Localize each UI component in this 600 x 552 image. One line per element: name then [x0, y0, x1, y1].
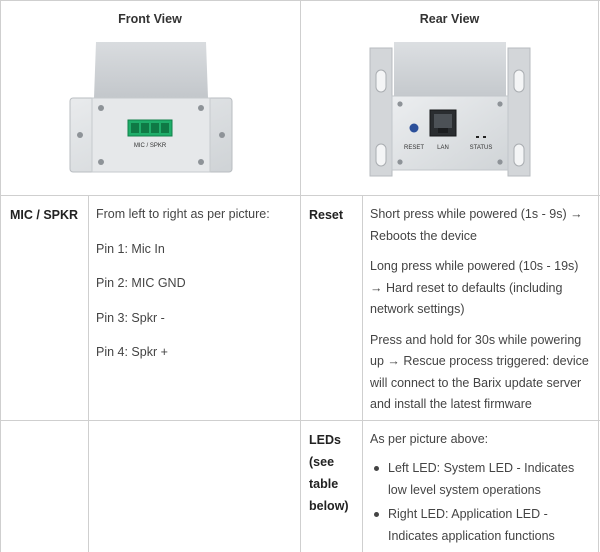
lan-port-image: [429, 109, 457, 137]
leds-label-line-1: LEDs: [309, 433, 341, 447]
right-label-divider: [362, 195, 363, 552]
pin-3: Pin 3: Spkr -: [96, 310, 165, 325]
leds-label-line-4: below): [309, 499, 349, 513]
pin-4: Pin 4: Spkr +: [96, 345, 168, 359]
rear-device-image: RESET LAN STATUS: [369, 42, 531, 177]
reset-description: Short press while powered (1s - 9s) → Re…: [370, 204, 592, 416]
leds-label-line-3: table: [309, 477, 339, 491]
mic-spkr-connector: [127, 119, 173, 137]
rear-reset-label: RESET: [404, 145, 424, 151]
leds-label-line-2: (see: [309, 455, 335, 469]
rear-status-label: STATUS: [470, 145, 493, 151]
mic-spkr-intro: From left to right as per picture:: [96, 207, 270, 221]
led-item-right: Right LED: Application LED - Indicates a…: [370, 504, 592, 547]
reset-short-press: Short press while powered (1s - 9s) → Re…: [370, 207, 583, 243]
pin-2: Pin 2: MIC GND: [96, 276, 186, 290]
leds-list: Left LED: System LED - Indicates low lev…: [370, 458, 592, 550]
reset-rescue: Press and hold for 30s while powering up…: [370, 332, 589, 412]
led-item-left: Left LED: System LED - Indicates low lev…: [370, 458, 592, 501]
mic-spkr-label: MIC / SPKR: [10, 208, 79, 222]
reset-long-press: Long press while powered (10s - 19s) → H…: [370, 259, 579, 316]
mic-spkr-description: From left to right as per picture: Pin 1…: [96, 204, 296, 364]
status-led-right: [483, 136, 486, 138]
reset-label: Reset: [309, 208, 344, 222]
front-view-heading: Front View: [118, 12, 182, 26]
leds-intro: As per picture above:: [370, 432, 489, 446]
front-device-image: MIC / SPKR: [69, 42, 233, 173]
center-divider: [300, 0, 301, 552]
status-led-left: [476, 136, 479, 138]
leds-label: LEDs (see table below): [309, 429, 349, 517]
front-port-label: MIC / SPKR: [134, 143, 167, 149]
pin-1: Pin 1: Mic In: [96, 241, 165, 256]
reset-button-image: [409, 123, 419, 133]
rear-lan-label: LAN: [437, 145, 449, 151]
left-label-divider: [88, 195, 89, 552]
rear-view-heading: Rear View: [419, 12, 480, 26]
